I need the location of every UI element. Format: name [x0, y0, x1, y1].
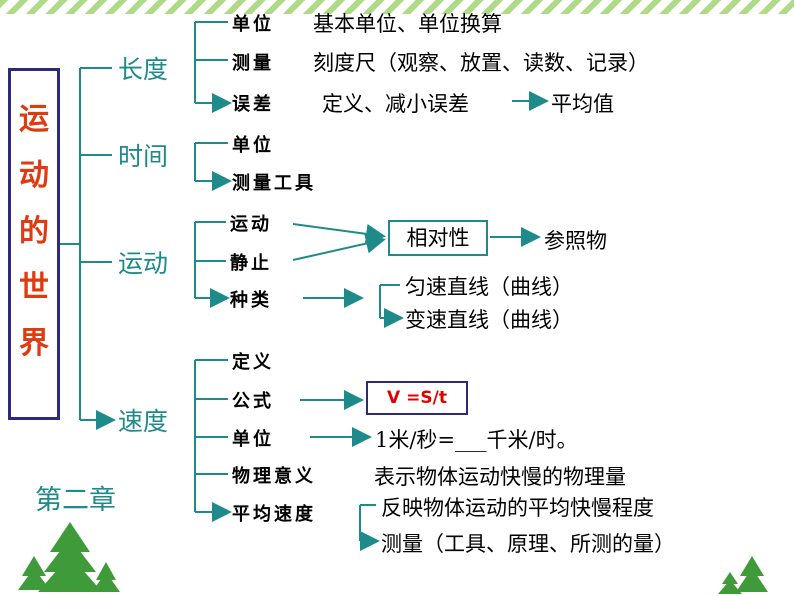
speed-definition-label: 定义	[232, 352, 274, 373]
time-unit-label: 单位	[232, 135, 274, 156]
length-error-text: 定义、减小误差	[322, 92, 469, 116]
length-measure-label: 测量	[232, 53, 274, 74]
tree-icon	[736, 556, 768, 592]
speed-formula-box: V =S/t	[366, 381, 468, 415]
main-title-box	[8, 68, 60, 420]
length-unit-label: 单位	[232, 14, 274, 35]
length-error-result: 平均值	[551, 92, 614, 116]
kind-uniform-text: 匀速直线（曲线）	[405, 275, 573, 299]
chapter-label: 第二章	[35, 485, 116, 516]
branch-time: 时间	[118, 142, 169, 171]
branch-speed: 速度	[118, 407, 169, 436]
tree-icon	[92, 562, 120, 592]
branch-motion: 运动	[118, 249, 169, 278]
decorative-top-stripe	[0, 0, 794, 14]
time-tool-label: 测量工具	[232, 173, 316, 194]
main-title: 运动的世界	[19, 102, 49, 361]
tree-icon	[718, 572, 742, 594]
motion-static-label: 静止	[230, 253, 272, 274]
speed-average-sub1: 反映物体运动的平均快慢程度	[381, 496, 654, 520]
speed-meaning-text: 表示物体运动快慢的物理量	[374, 465, 626, 489]
motion-kind-label: 种类	[230, 290, 272, 311]
kind-variable-text: 变速直线（曲线）	[405, 308, 573, 332]
tree-icon	[18, 556, 50, 590]
motion-moving-label: 运动	[230, 214, 272, 235]
tree-icon	[38, 522, 102, 592]
speed-formula-label: 公式	[232, 391, 274, 412]
length-error-label: 误差	[232, 94, 274, 115]
speed-average-sub2: 测量（工具、原理、所测的量）	[381, 532, 675, 556]
length-measure-text: 刻度尺（观察、放置、读数、记录）	[313, 51, 649, 75]
relativity-box: 相对性	[388, 220, 488, 256]
speed-unit-text: 1米/秒=___千米/时。	[375, 428, 578, 452]
speed-average-label: 平均速度	[232, 504, 316, 525]
branch-length: 长度	[118, 55, 169, 84]
length-unit-text: 基本单位、单位换算	[313, 12, 502, 36]
speed-meaning-label: 物理意义	[232, 466, 316, 487]
reference-object-text: 参照物	[544, 229, 607, 253]
speed-unit-label: 单位	[232, 429, 274, 450]
